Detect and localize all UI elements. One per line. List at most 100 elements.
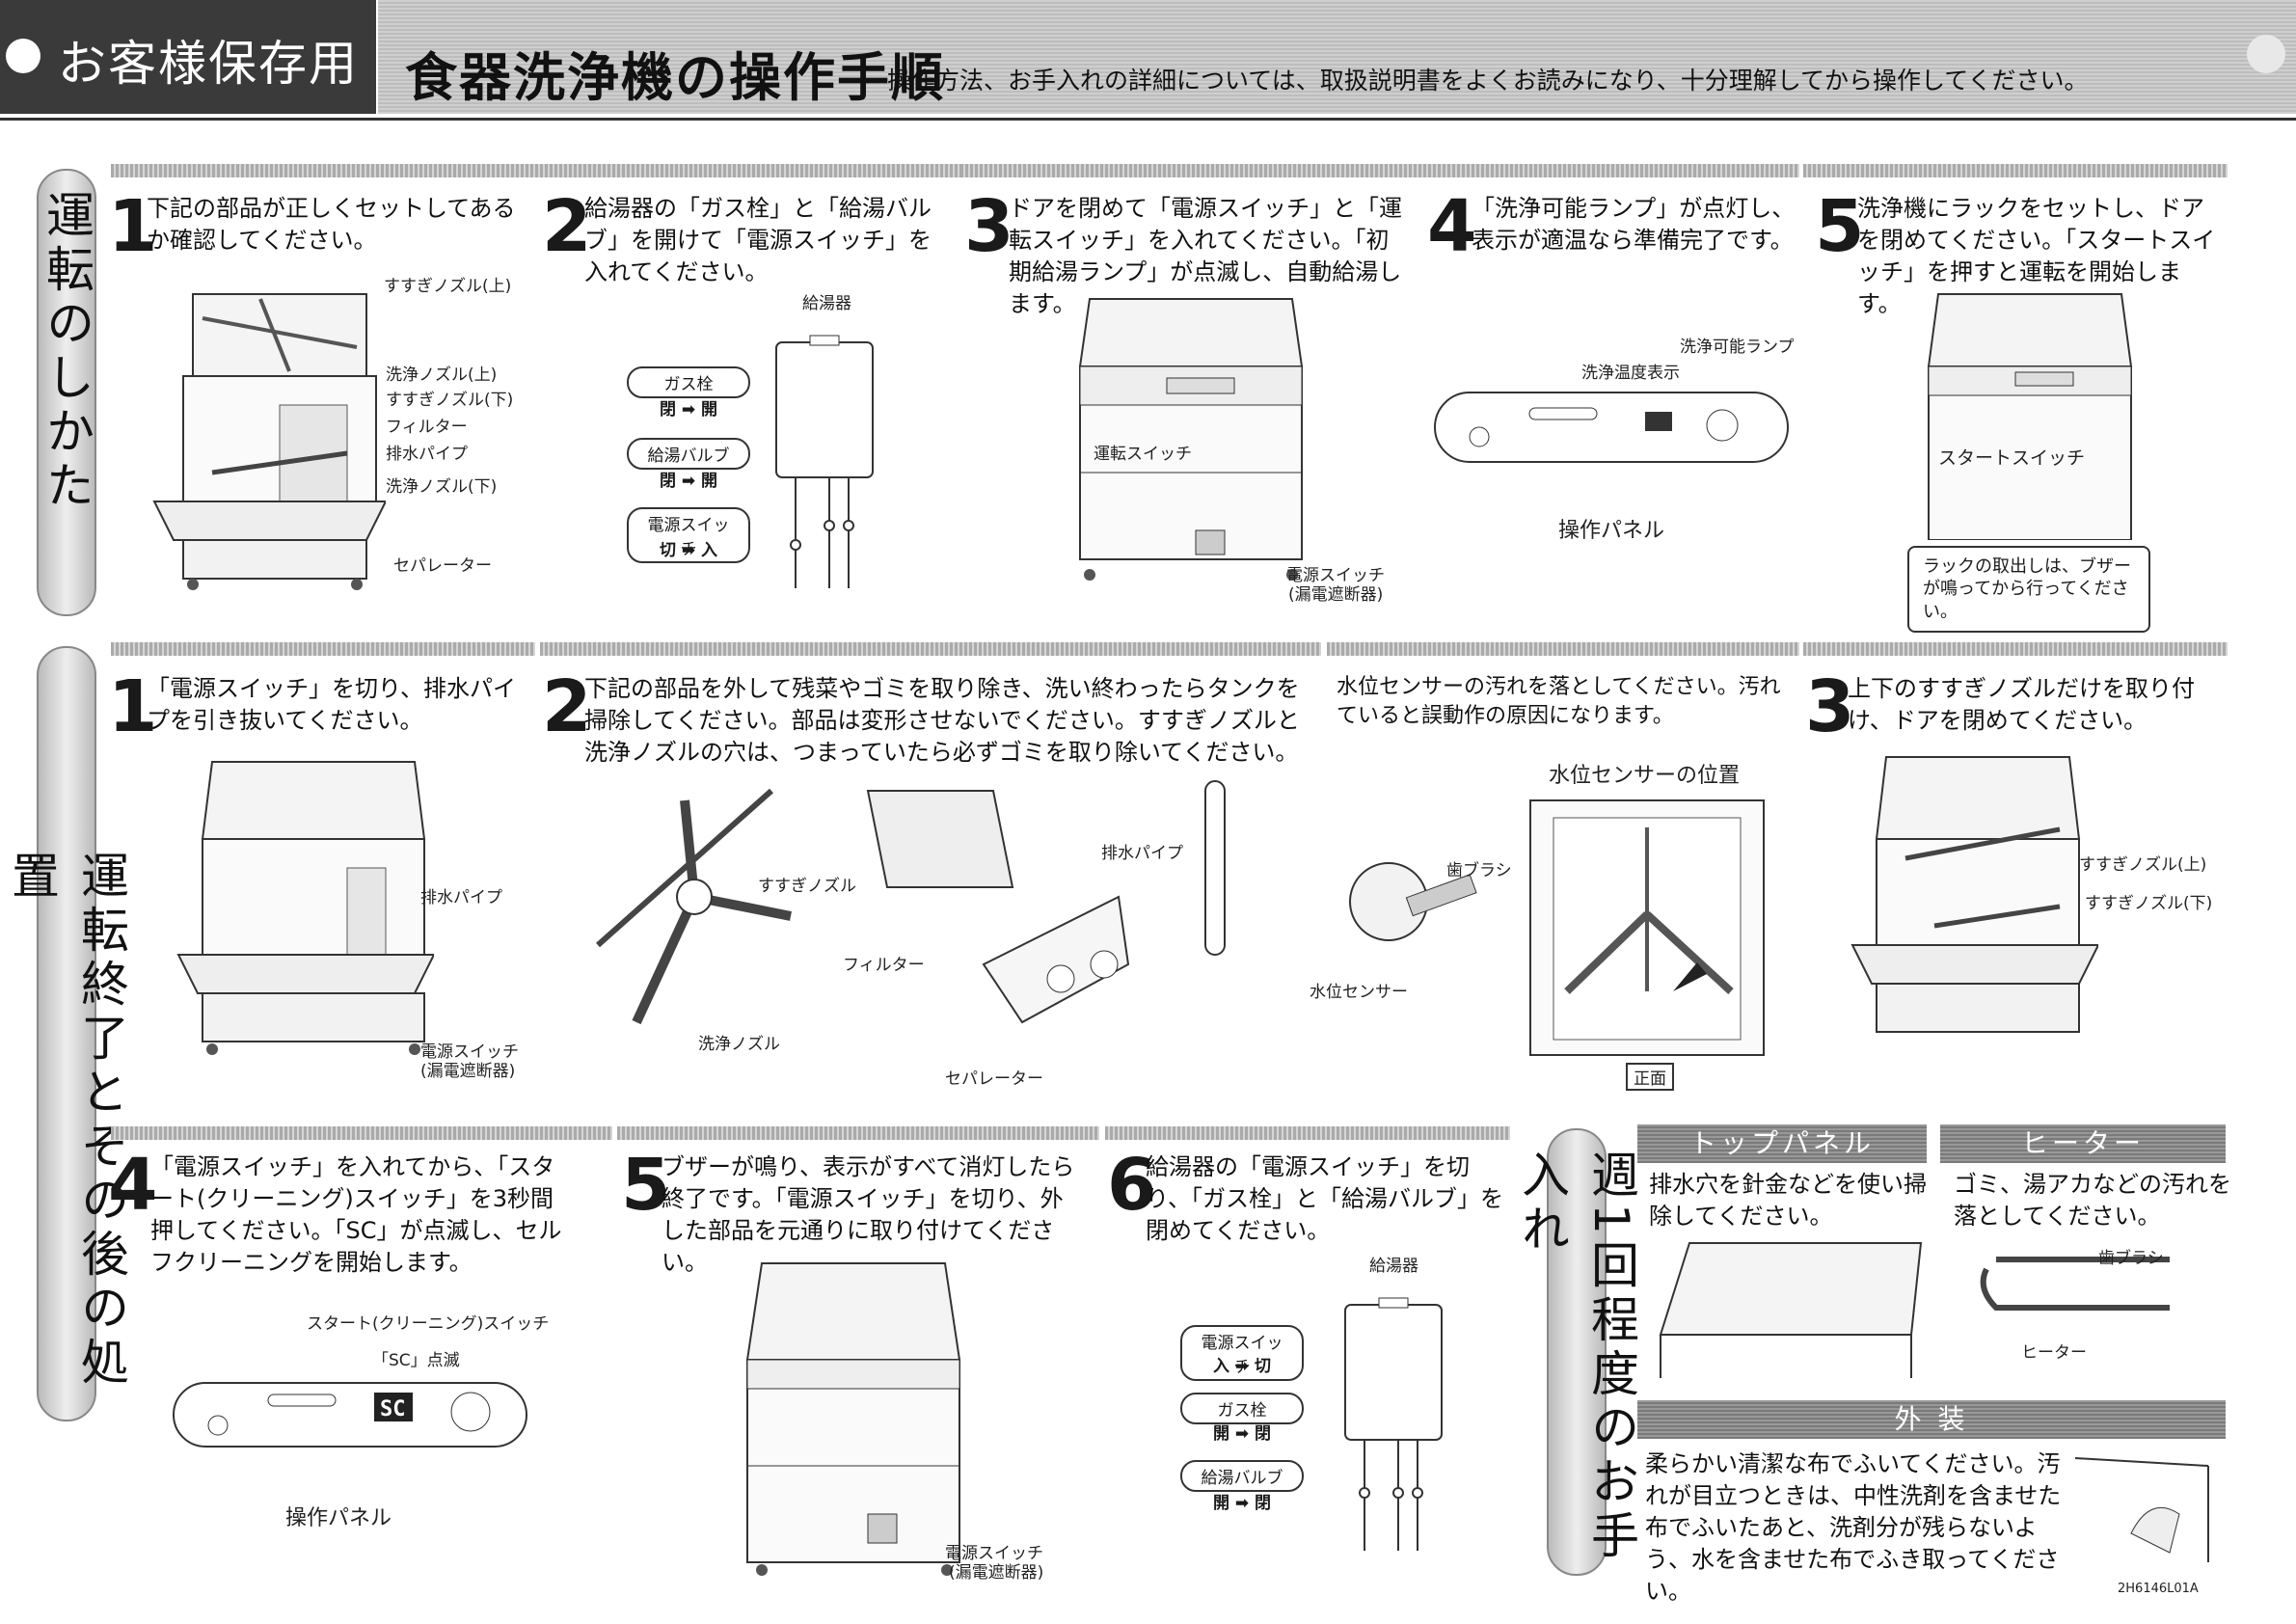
section-label-text: 週1回程度のお手入れ [1514,1150,1639,1564]
label-wash-nozzle-upper: 洗浄ノズル(上) [386,365,498,385]
weekly-top-panel-header: トップパネル [1637,1124,1927,1163]
section-label-text: 運転のしかた [39,190,95,514]
step-bar [111,164,545,177]
weekly-top-panel-text: 排水穴を針金などを使い掃除してください。 [1649,1171,1927,1231]
step-number: 5 [1815,185,1865,268]
label-rinse-nozzle-lower: すすぎノズル(下) [2085,894,2213,913]
header: お客様保存用 食器洗浄機の操作手順 操作方法、お手入れの詳細については、取扱説明… [0,0,2296,114]
label-drain-pipe: 排水パイプ [386,445,468,464]
pill-power-switch: 電源スイッチ [1180,1325,1304,1381]
action-power-switch: 入 ➡ 切 [1212,1357,1272,1376]
tank-front-illustration [1529,799,1765,1056]
label-water-level-sensor: 水位センサー [1310,983,1408,1002]
label-water-heater: 給湯器 [802,294,851,313]
section-label-text: 運転終了とその後の処置 [4,851,129,1391]
step-number: 3 [1805,665,1855,748]
step-number: 3 [964,185,1014,268]
punch-hole-icon [2247,35,2285,73]
label-start-switch: スタートスイッチ [1938,447,2086,469]
sensor-text: 水位センサーの汚れを落としてください。汚れていると誤動作の原因になります。 [1337,675,1781,729]
step-number: 4 [1427,185,1477,268]
label-separator: セパレーター [945,1069,1043,1089]
heater-cleaning-illustration [1980,1257,2170,1311]
water-level-sensor-illustration [1349,862,1477,941]
step-text: 給湯器の「電源スイッチ」を切り、「ガス栓」と「給湯バルブ」を閉めてください。 [1146,1153,1504,1245]
step-text: 上下のすすぎノズルだけを取り付け、ドアを閉めてください。 [1848,675,2195,735]
step-number: 2 [542,665,592,748]
action-gas-valve: 閉 ➡ 開 [659,400,718,420]
header-badge-bg [0,0,376,114]
punch-hole-icon [6,39,41,73]
pill-hot-water-valve: 給湯バルブ [627,438,750,470]
step-number: 1 [108,665,158,748]
step-bar [111,1126,612,1140]
label-front: 正面 [1626,1063,1674,1091]
step-text: 「洗浄可能ランプ」が点灯し、表示が適温なら準備完了です。 [1472,195,1796,255]
svg-text:SC: SC [380,1397,406,1421]
label-breaker: (漏電遮断器) [1288,585,1384,605]
label-water-heater: 給湯器 [1369,1257,1418,1276]
label-power-switch: 電源スイッチ [945,1544,1043,1563]
label-rinse-nozzle: すすぎノズル [758,877,856,896]
dishwasher-rinse-nozzles-illustration [1850,756,2098,1033]
step-text: 下記の部品を外して残菜やゴミを取り除き、洗い終わったらタンクを掃除してください。… [584,675,1300,767]
label-separator: セパレーター [393,556,492,576]
label-wash-ready-lamp: 洗浄可能ランプ [1680,338,1795,357]
label-drain-pipe: 排水パイプ [1101,844,1183,863]
label-toothbrush: 歯ブラシ [1446,861,1512,880]
step-number: 5 [621,1144,671,1227]
label-breaker: (漏電遮断器) [949,1563,1044,1583]
control-panel-illustration [1434,392,1789,463]
label-heater: ヒーター [2021,1343,2087,1363]
step-text: 「電源スイッチ」を入れてから、「スタート(クリーニング)スイッチ」を3秒間押して… [150,1153,562,1277]
weekly-exterior-header: 外 装 [1637,1400,2226,1439]
water-heater-illustration [1344,1297,1443,1551]
step-number: 2 [542,185,592,268]
label-breaker: (漏電遮断器) [420,1062,516,1081]
label-power-switch: 電源スイッチ [420,1042,519,1062]
page-title: 食器洗浄機の操作手順 [405,47,945,108]
parts-illustration [596,780,1226,1025]
section-label-operation: 運転のしかた [37,169,96,616]
label-run-switch: 運転スイッチ [1094,445,1192,464]
label-power-switch: 電源スイッチ [1286,566,1385,585]
pill-gas-valve: ガス栓 [627,366,750,398]
pill-hot-water-valve: 給湯バルブ [1180,1460,1304,1492]
label-rinse-nozzle-upper: すすぎノズル(上) [384,277,512,296]
dishwasher-drain-illustration [176,761,434,1055]
dishwasher-closed-illustration [1078,298,1304,581]
document-code: 2H6146L01A [2118,1582,2199,1596]
cloth-wipe-illustration [2074,1457,2209,1562]
label-control-panel: 操作パネル [285,1506,392,1530]
label-start-cleaning-switch: スタート(クリーニング)スイッチ [307,1314,550,1334]
step-bar [617,1126,1099,1140]
section-label-after: 運転終了とその後の処置 [4,646,129,1421]
step-number: 1 [108,185,158,268]
step-bar [1327,642,1799,656]
step-number: 4 [108,1144,158,1227]
dishwasher-start-illustration [1927,293,2133,540]
top-panel-illustration [1659,1242,1923,1378]
header-title-bg [378,0,2296,114]
label-wash-nozzle: 洗浄ノズル [698,1035,780,1054]
step-text: ブザーが鳴り、表示がすべて消灯したら終了です。「電源スイッチ」を切り、外した部品… [662,1153,1075,1277]
label-sc-blink: 「SC」点滅 [372,1351,460,1370]
step-bar [1803,642,2228,656]
action-hot-water-valve: 閉 ➡ 開 [659,472,718,491]
step-text: 洗浄機にラックをセットし、ドアを閉めてください。「スタートスイッチ」を押すと運転… [1857,195,2216,318]
step-bar [111,642,535,656]
step-bar [1803,164,2228,177]
page-subtitle: 操作方法、お手入れの詳細については、取扱説明書をよくお読みになり、十分理解してか… [887,67,2089,95]
weekly-exterior-text: 柔らかい清潔な布でふいてください。汚れが目立つときは、中性洗剤を含ませた布でふい… [1645,1450,2062,1606]
pill-gas-valve: ガス栓 [1180,1393,1304,1424]
step-bar [540,642,1321,656]
note-rack-removal: ラックの取出しは、ブザーが鳴ってから行ってください。 [1907,546,2150,634]
weekly-heater-text: ゴミ、湯アカなどの汚れを落としてください。 [1954,1171,2231,1231]
label-wash-temp: 洗浄温度表示 [1581,364,1680,383]
badge-customer-copy: お客様保存用 [58,36,359,92]
label-toothbrush: 歯ブラシ [2098,1249,2164,1268]
action-gas-valve: 開 ➡ 閉 [1212,1424,1272,1444]
weekly-heater-header: ヒーター [1940,1124,2226,1163]
step-bar [1105,1126,1510,1140]
divider [0,118,2296,121]
